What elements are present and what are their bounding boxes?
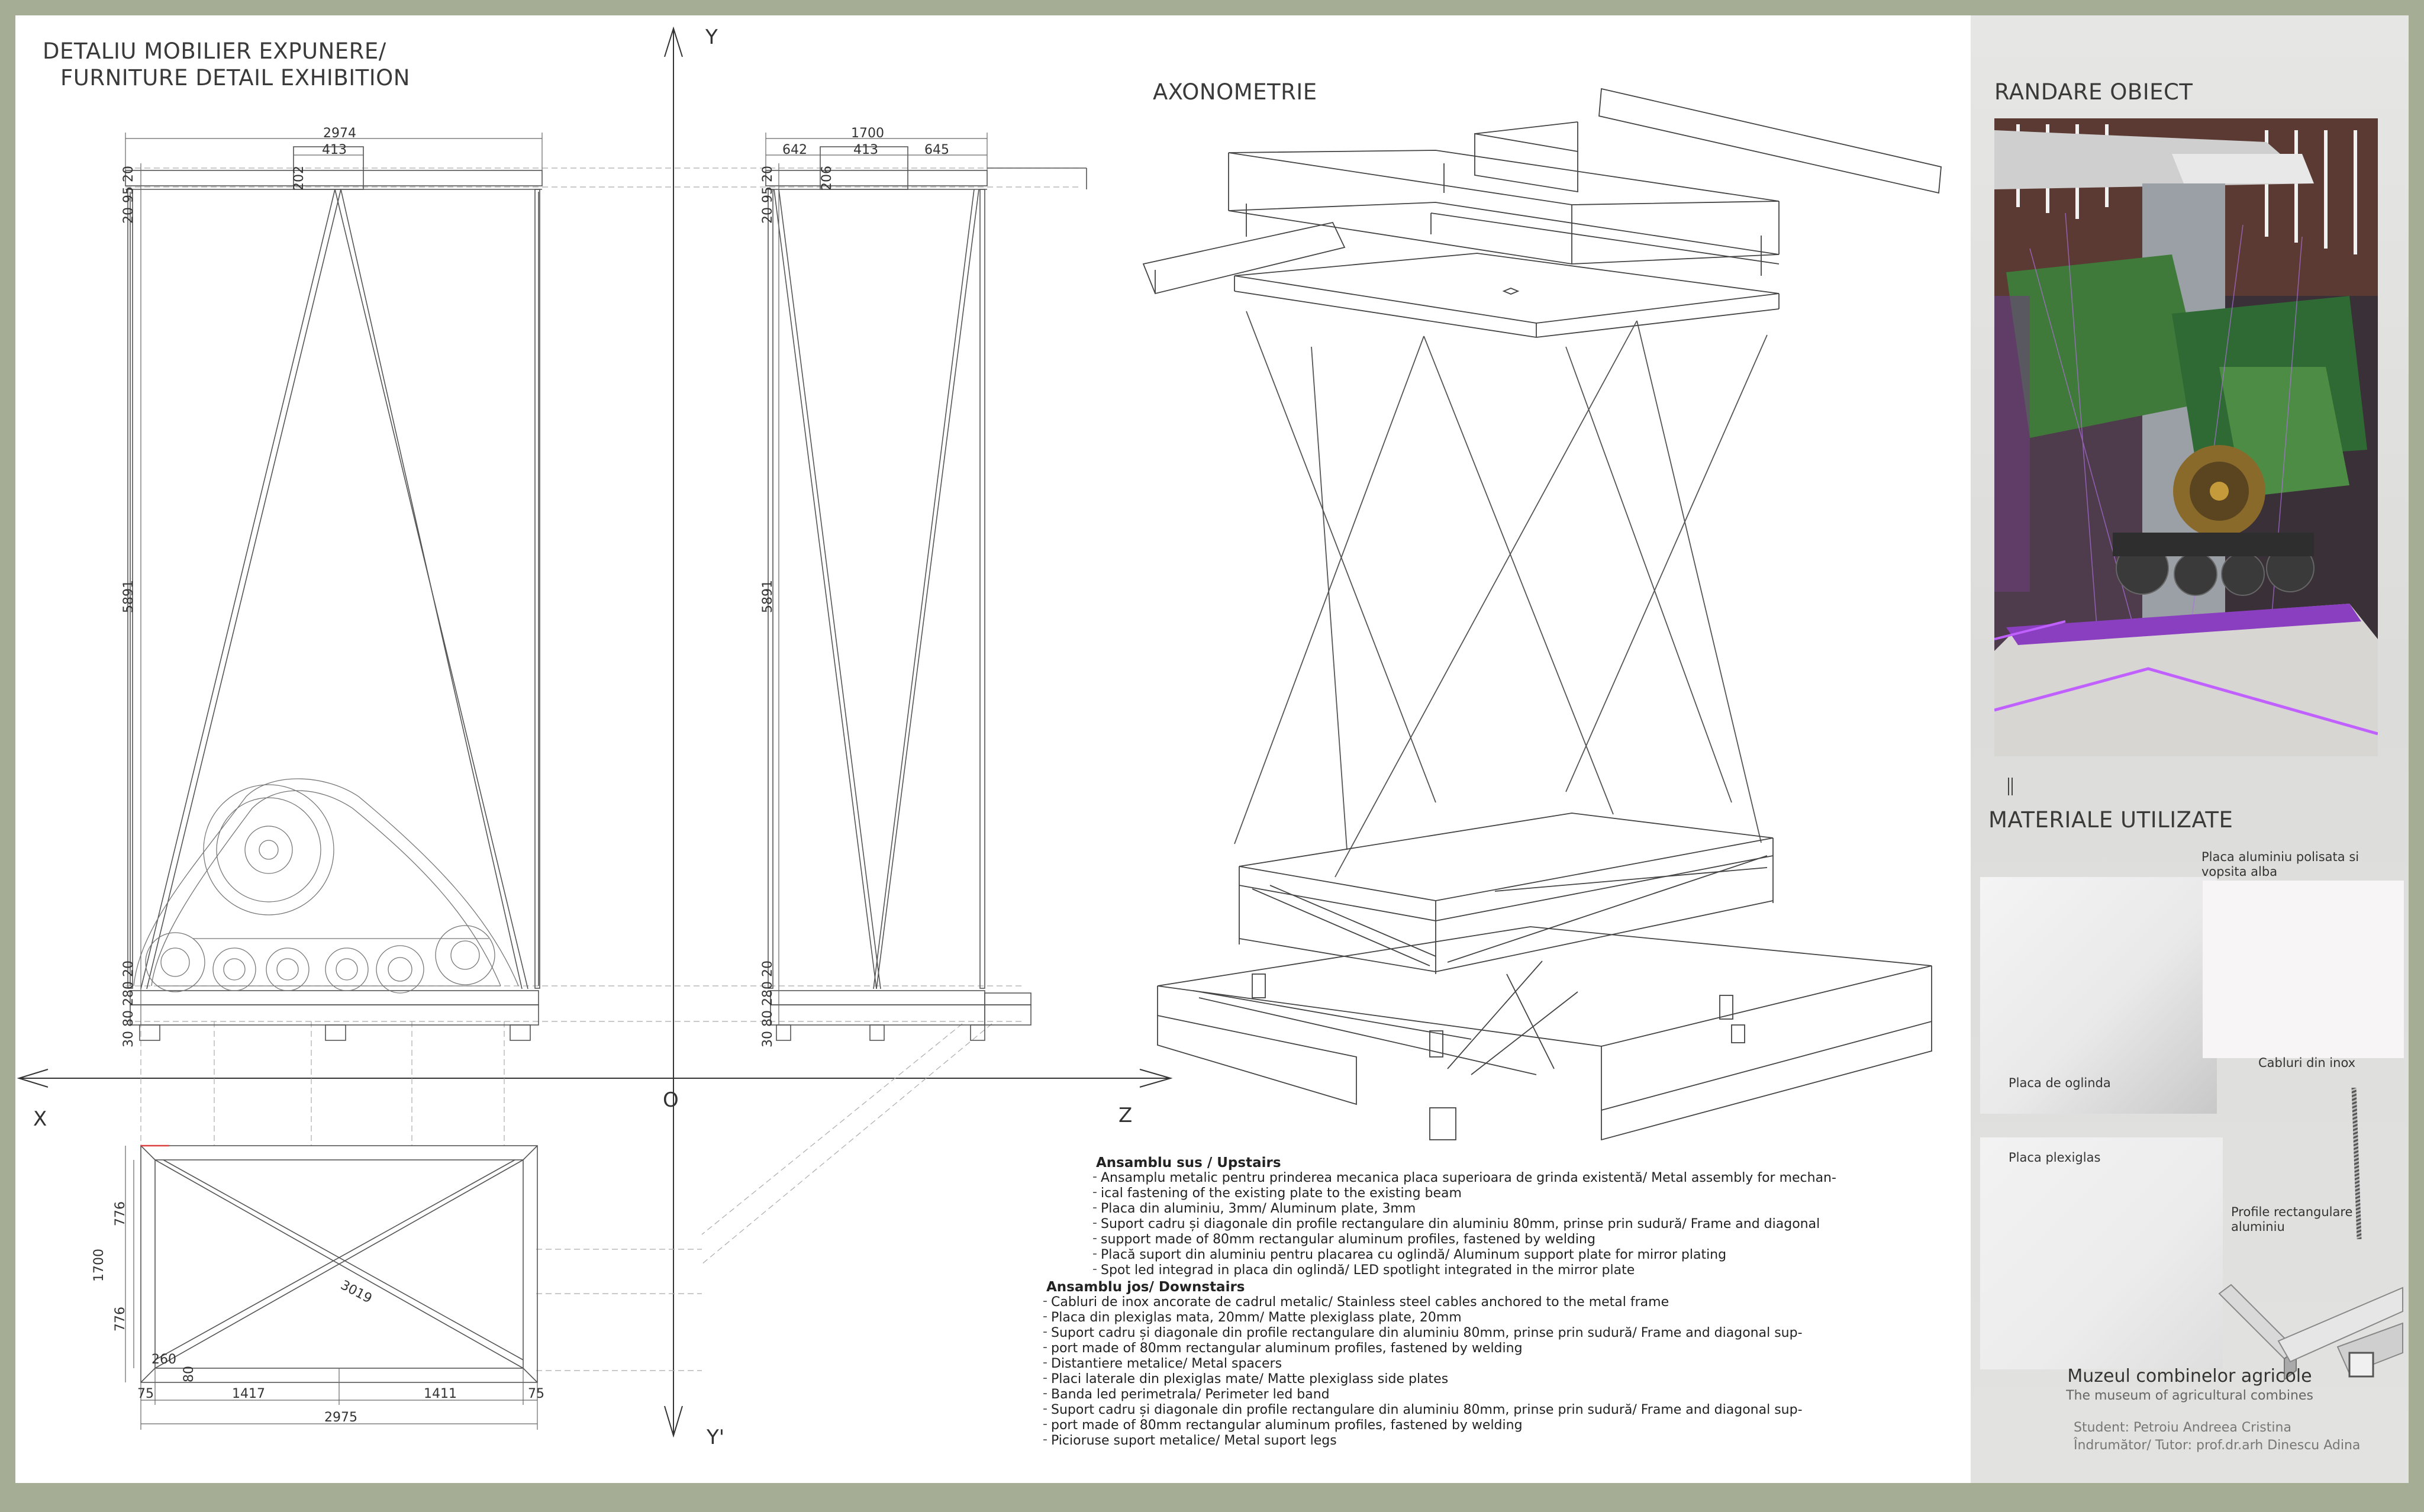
plan-dim-total: 2975 [324,1410,357,1425]
side-dim-box-height: 206 [820,166,834,191]
student-credit: Student: Petroiu Andreea Cristina [2074,1420,2291,1435]
legend-lower-item: Distantiere metalice/ Metal spacers [1043,1355,1803,1372]
legend-lower-item: Suport cadru și diagonale din profile re… [1043,1324,1803,1341]
technical-drawing: X Y Z O Y' [17,25,1942,1449]
profiles-label: Profile rectangulare aluminiu [2231,1205,2353,1234]
side-dim-stack-top: 20 95 20 [760,166,775,224]
side-dim-right: 645 [924,143,949,157]
legend-upper-item: Placa din aluminiu, 3mm/ Aluminum plate,… [1092,1200,1836,1217]
museum-subtitle: The museum of agricultural combines [2066,1388,2313,1403]
side-dim-box: 413 [853,143,878,157]
render-image [1994,118,2378,756]
aluminium-plate-swatch [2203,881,2404,1058]
legend-upper-item: support made of 80mm rectangular aluminu… [1092,1231,1836,1247]
legend-upper-item: Spot led integrad in placa din oglindă/ … [1092,1262,1836,1278]
steel-cable-label: Cabluri din inox [2258,1056,2356,1070]
legend-lower-item: Placa din plexiglas mata, 20mm/ Matte pl… [1043,1309,1803,1326]
axis-origin-label: O [663,1088,679,1112]
legend-upper-item: Suport cadru și diagonale din profile re… [1092,1216,1836,1232]
render-illustration [1994,118,2378,756]
legend-lower-item: Placi laterale din plexiglas mate/ Matte… [1043,1371,1803,1387]
axonometry-title: AXONOMETRIE [1153,79,1317,105]
plan-dim-seg-left: 1417 [232,1387,265,1401]
plan-dim-seg-right: 1411 [424,1387,457,1401]
front-dim-box-height: 202 [292,166,307,191]
axonometry-lower-assembly [1157,813,1932,1141]
main-title-line1: DETALIU MOBILIER EXPUNERE/ [43,38,386,64]
plan-dim-lower: 776 [113,1307,128,1332]
front-dim-box: 413 [322,143,347,157]
legend-lower-item: port made of 80mm rectangular aluminum p… [1043,1417,1803,1433]
main-title-line2: FURNITURE DETAIL EXHIBITION [60,65,410,91]
plan-dim-offset: 80 [182,1366,196,1382]
main-title: DETALIU MOBILIER EXPUNERE/ FURNITURE DET… [43,38,410,91]
axis-x-label: X [33,1107,47,1131]
side-elevation [765,146,1087,1041]
aluminium-plate-label: Placa aluminiu polisata si vopsita alba [2201,850,2359,879]
front-dim-stack-bottom: 30 80 280 20 [121,960,136,1047]
axonometry-cables [1234,311,1768,878]
plan-dim-edge-left: 75 [137,1387,154,1401]
mirror-swatch [1980,877,2217,1114]
legend-upper-item: ical fastening of the existing plate to … [1092,1185,1836,1201]
combine-drawing [133,778,519,994]
render-title: RANDARE OBIECT [1994,79,2193,105]
legend-lower-heading: Ansamblu jos/ Downstairs [1046,1279,1245,1295]
front-dim-stack-top: 20 95 20 [121,166,136,224]
axonometry-upper-assembly [1142,88,1942,338]
side-dim-left: 642 [782,143,807,157]
legend-lower-item: Cabluri de inox ancorate de cadrul metal… [1043,1294,1803,1310]
profiles-swatch [2218,1284,2403,1381]
legend-upper-item: Ansamplu metalic pentru prinderea mecani… [1092,1169,1836,1186]
tutor-credit: Îndrumător/ Tutor: prof.dr.arh Dinescu A… [2074,1438,2361,1453]
axis-y-prime-label: Y' [706,1426,724,1449]
plan-dim-edge-right: 75 [528,1387,544,1401]
front-dim-height: 5891 [121,580,136,613]
legend-lower-item: Banda led perimetrala/ Perimeter led ban… [1043,1386,1803,1403]
mirror-label: Placa de oglinda [2009,1076,2111,1090]
plexiglass-swatch [1980,1137,2223,1369]
right-panel: RANDARE OBIECT [1971,15,2409,1483]
plan-dim-diagonal: 3019 [338,1278,374,1306]
plan-dimensions [125,1146,538,1430]
drawing-sheet: DETALIU MOBILIER EXPUNERE/ FURNITURE DET… [15,15,2409,1483]
axis-z-label: Z [1118,1104,1132,1127]
axis-y-label: Y [705,25,718,49]
front-dimensions [125,133,543,1025]
legend-upper: Ansamblu sus / Upstairs Ansamplu metalic… [1092,1155,1836,1278]
side-dim-stack-bottom: 30 80 280 20 [760,960,775,1047]
plan-dim-corner: 260 [152,1352,176,1367]
plan-dim-upper: 776 [113,1201,128,1226]
front-dim-width: 2974 [323,126,356,141]
legend-lower: Ansamblu jos/ Downstairs Cabluri de inox… [1043,1279,1803,1449]
legend-upper-item: Placă suport din aluminiu pentru placare… [1092,1246,1836,1263]
materials-title: MATERIALE UTILIZATE [1988,807,2233,833]
legend-lower-item: Suport cadru și diagonale din profile re… [1043,1401,1803,1418]
legend-upper-heading: Ansamblu sus / Upstairs [1096,1155,1281,1171]
front-elevation [125,146,543,1041]
side-dim-height: 5891 [760,580,775,613]
museum-title: Muzeul combinelor agricole [2067,1366,2312,1387]
pin-marker [2008,778,2013,795]
projection-lines [125,167,1081,1371]
plexiglass-label: Placa plexiglas [2009,1150,2101,1165]
coordinate-axes [17,26,1173,1438]
plan-view [140,1145,538,1383]
plan-dim-depth: 1700 [92,1249,107,1282]
legend-lower-item: port made of 80mm rectangular aluminum p… [1043,1340,1803,1356]
side-dim-width: 1700 [851,126,884,141]
side-dimensions [765,133,988,1025]
legend-lower-item: Picioruse suport metalice/ Metal suport … [1043,1432,1803,1449]
